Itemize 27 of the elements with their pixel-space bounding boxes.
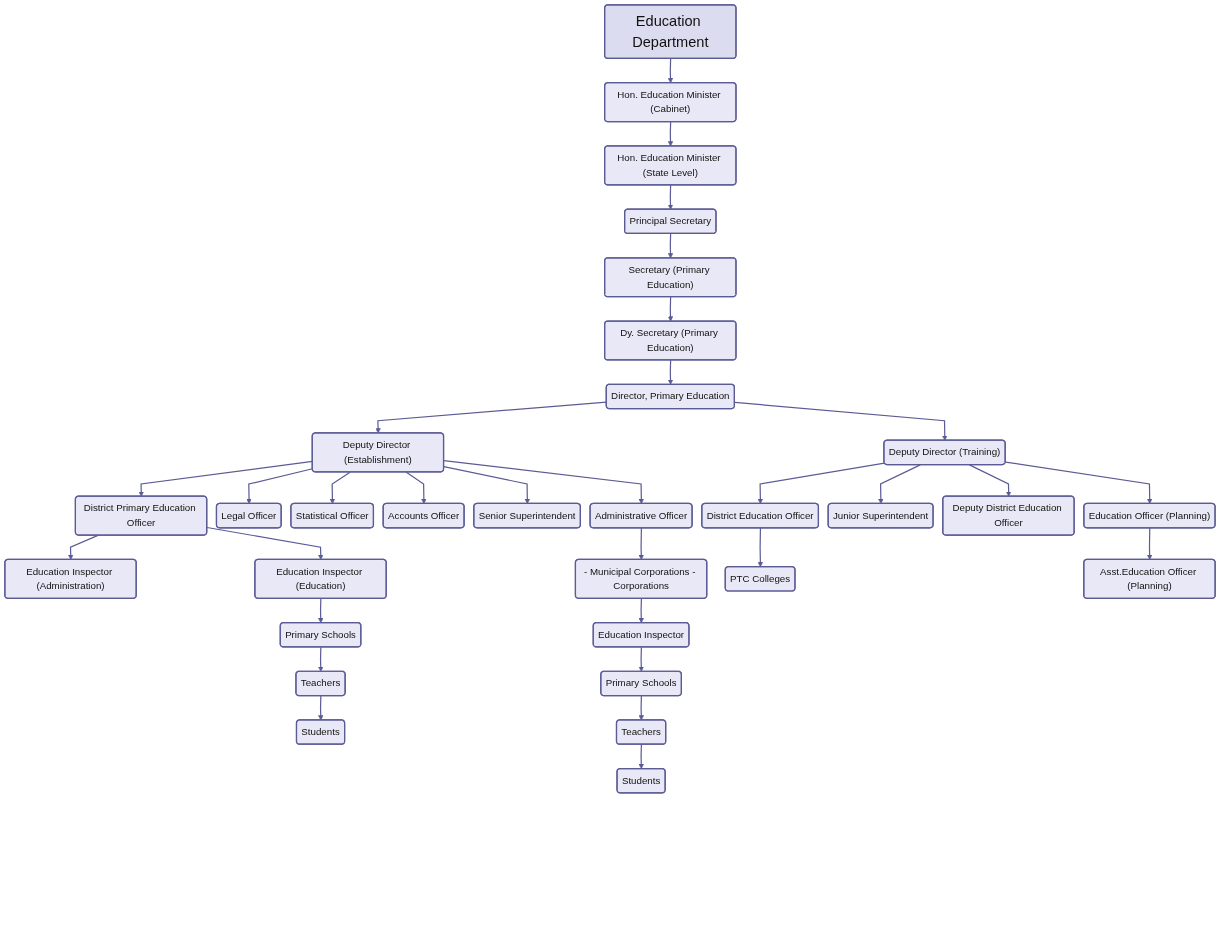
arrow <box>638 527 644 560</box>
arrow <box>667 58 674 84</box>
arrow <box>443 459 644 504</box>
arrow <box>318 598 324 624</box>
arrow <box>405 471 427 504</box>
arrow <box>667 233 674 259</box>
arrow <box>329 471 351 504</box>
arrow <box>318 646 324 672</box>
arrow <box>667 296 674 322</box>
arrow <box>318 695 324 721</box>
arrow <box>667 359 674 385</box>
arrow <box>638 646 644 672</box>
arrow <box>206 526 324 560</box>
arrow <box>68 534 99 560</box>
arrow <box>638 743 644 770</box>
arrow <box>1004 461 1153 504</box>
arrow <box>667 184 674 210</box>
arrow <box>968 464 1012 497</box>
arrow <box>757 527 763 568</box>
arrow <box>667 121 674 147</box>
arrow <box>734 401 948 441</box>
arrow <box>1147 527 1153 560</box>
arrow <box>638 598 644 624</box>
arrow <box>757 462 886 504</box>
arrow <box>443 465 530 504</box>
arrow <box>878 464 921 504</box>
arrow <box>638 695 644 721</box>
